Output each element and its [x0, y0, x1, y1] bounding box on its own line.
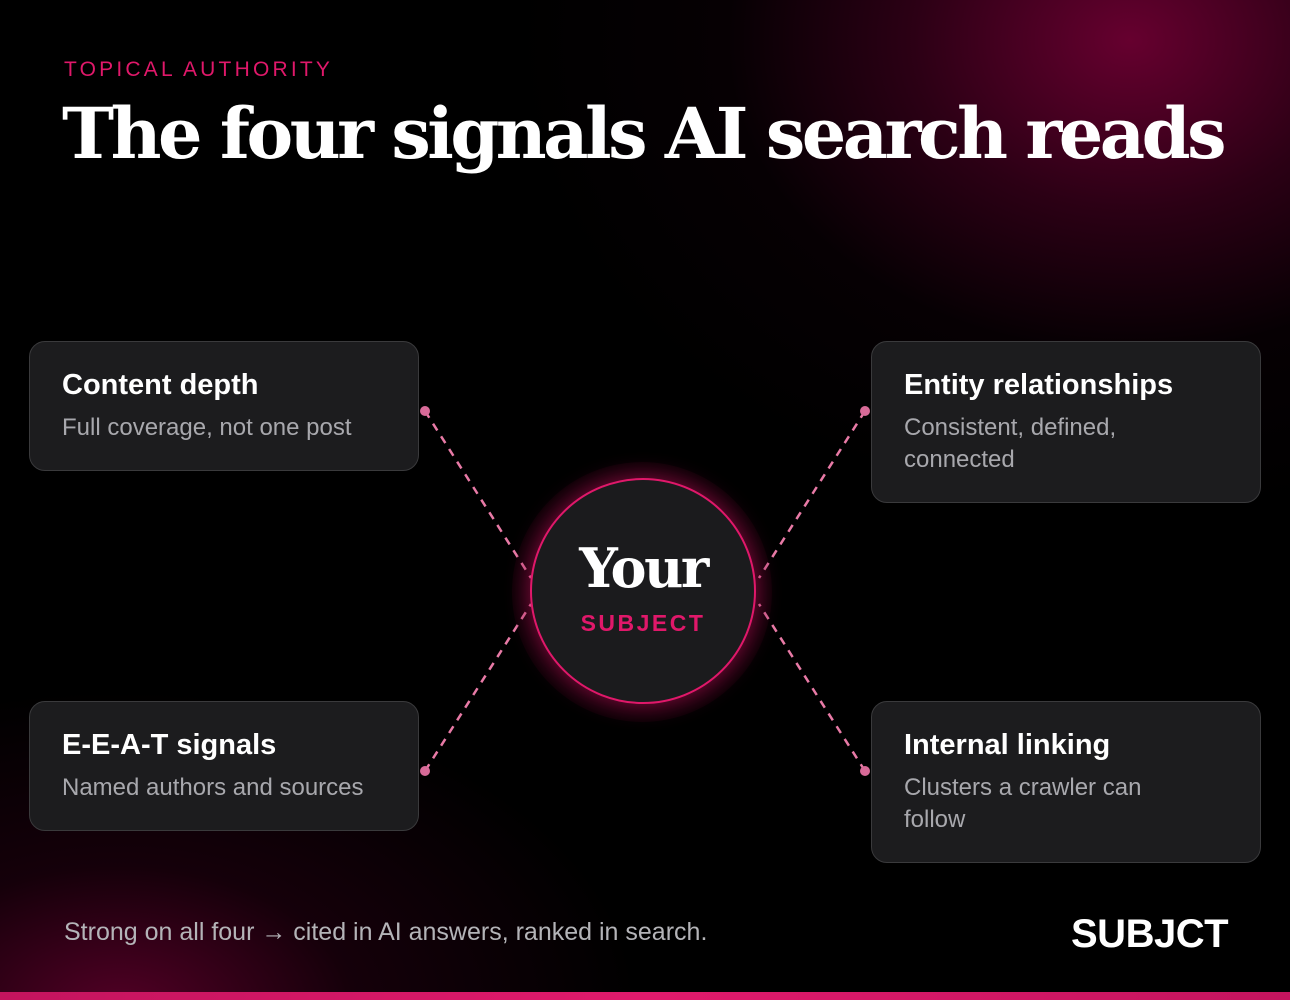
hub-circle: Your SUBJECT: [530, 478, 756, 704]
hub-word: Your: [579, 536, 709, 600]
signal-description: Clusters a crawler can follow: [904, 774, 1142, 833]
connector-bottom-left: [423, 603, 533, 772]
signal-card-content-depth: Content depth Full coverage, not one pos…: [29, 341, 419, 471]
hub-label: SUBJECT: [580, 610, 706, 636]
signal-description: Consistent, defined, connected: [904, 414, 1117, 473]
signal-title: Internal linking: [904, 729, 1111, 761]
connector-top-right: [757, 410, 867, 579]
bottom-accent-bar: [0, 992, 1290, 1000]
signal-title: Content depth: [62, 369, 259, 401]
brand-logo: SUBJCT: [1071, 912, 1229, 956]
signal-card-entity-relationships: Entity relationships Consistent, defined…: [871, 341, 1261, 503]
eyebrow-label: TOPICAL AUTHORITY: [64, 58, 334, 81]
connector-bottom-right: [757, 603, 867, 772]
signal-card-eeat: E-E-A-T signals Named authors and source…: [29, 701, 419, 831]
signal-description: Full coverage, not one post: [62, 414, 352, 441]
connector-dot-top-right: [860, 406, 870, 416]
connector-dot-top-left: [420, 406, 430, 416]
signal-title: E-E-A-T signals: [62, 729, 277, 761]
page-title: The four signals AI search reads: [62, 92, 1227, 175]
connector-top-left: [423, 410, 533, 579]
signal-description: Named authors and sources: [62, 774, 364, 801]
signal-title: Entity relationships: [904, 369, 1174, 401]
footer-tagline: Strong on all four → cited in AI answers…: [64, 918, 708, 946]
connector-dot-bottom-right: [860, 766, 870, 776]
connector-dot-bottom-left: [420, 766, 430, 776]
signal-card-internal-linking: Internal linking Clusters a crawler can …: [871, 701, 1261, 863]
